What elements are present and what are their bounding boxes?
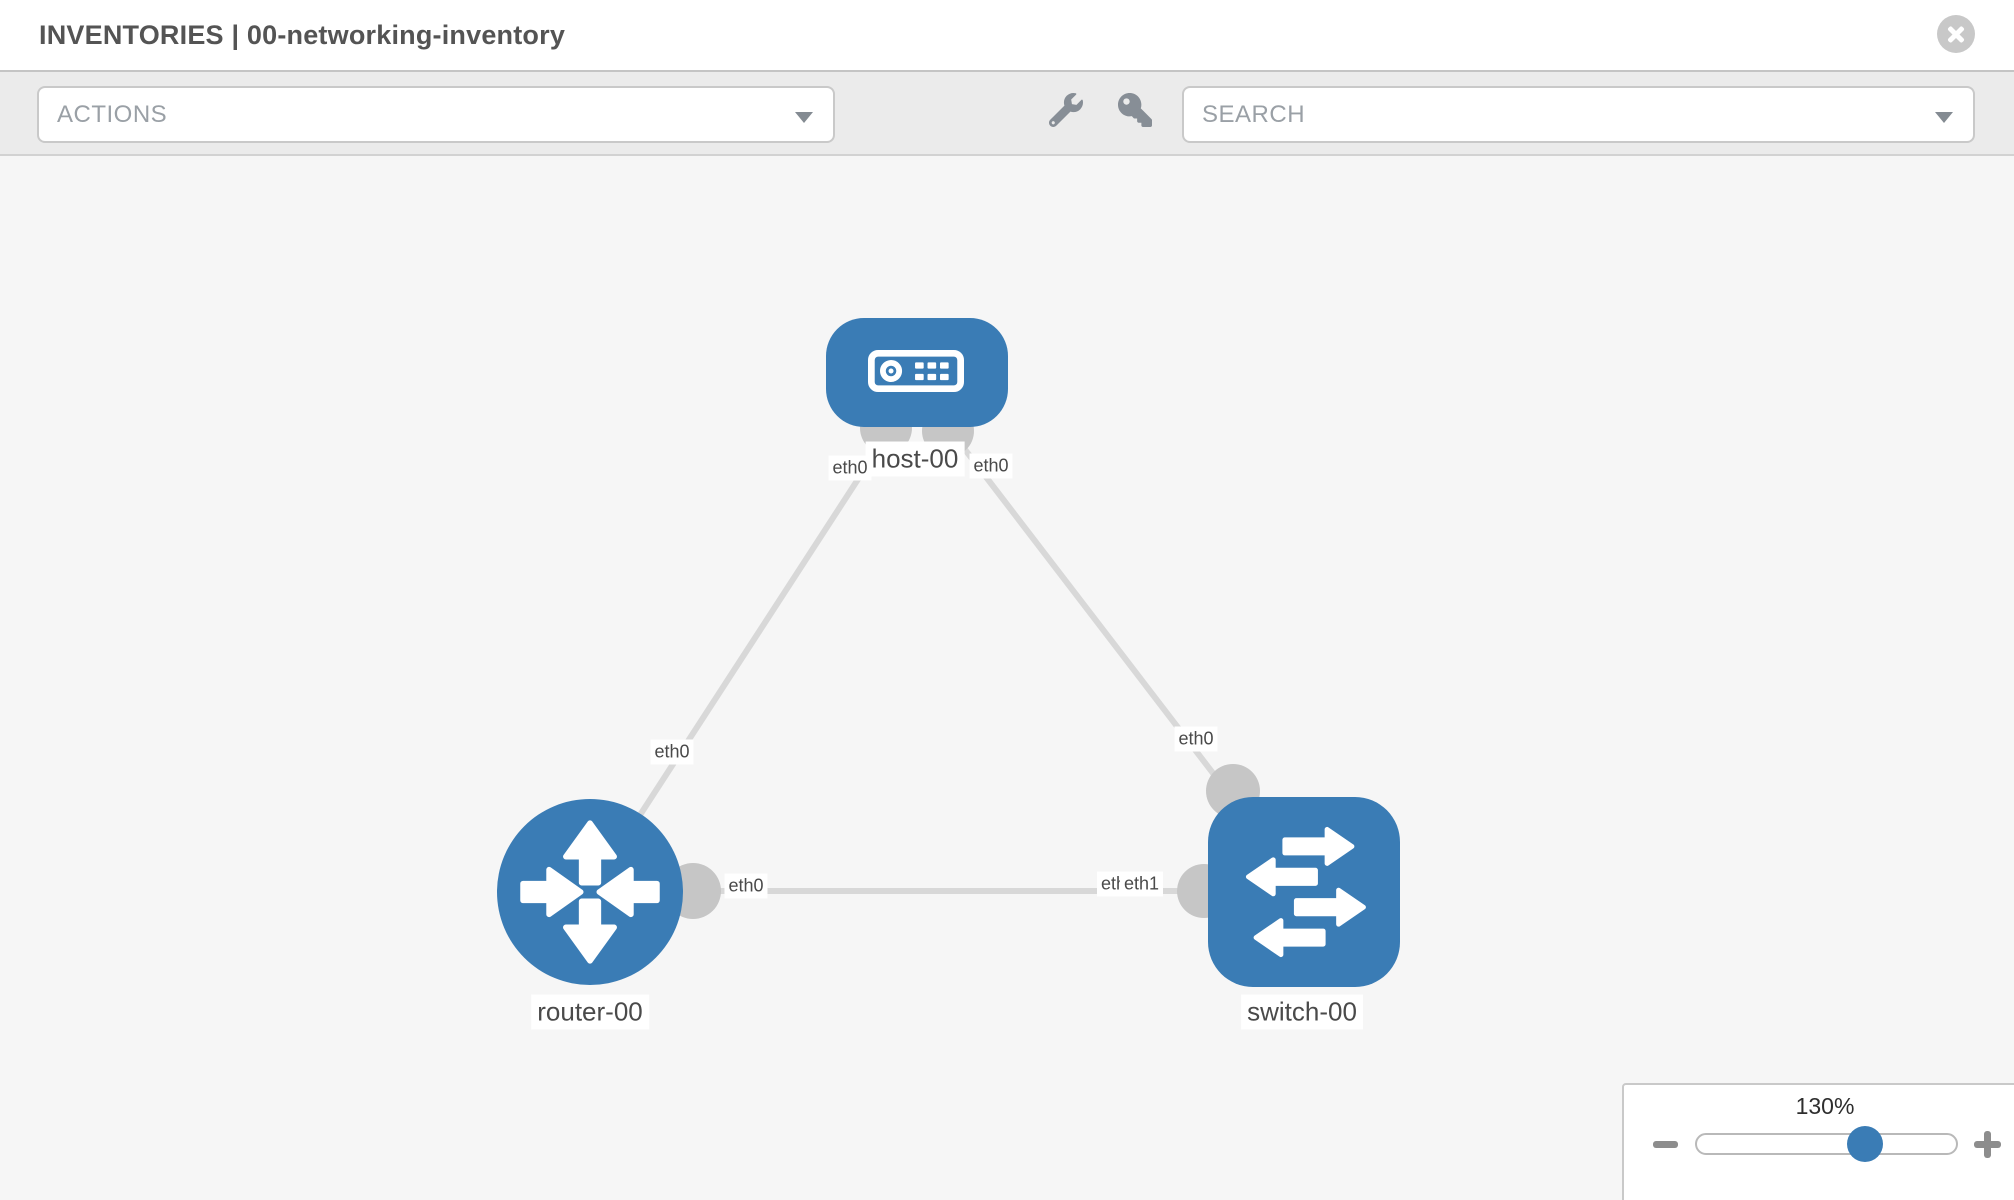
actions-dropdown[interactable]: ACTIONS: [37, 86, 835, 143]
router-icon: [520, 820, 660, 964]
node-label-host[interactable]: host-00: [865, 441, 965, 477]
plus-icon[interactable]: [1974, 1131, 2001, 1158]
iface-label: eth0: [724, 873, 768, 899]
node-host-00[interactable]: [826, 318, 1008, 427]
iface-label: eth1: [1120, 871, 1164, 897]
toolbar: ACTIONS SEARCH: [0, 70, 2014, 156]
iface-label: eth0: [1174, 726, 1218, 752]
iface-label: eth0: [969, 453, 1013, 479]
node-switch-00[interactable]: [1208, 797, 1400, 987]
actions-dropdown-label: ACTIONS: [57, 100, 168, 128]
node-label-switch[interactable]: switch-00: [1241, 994, 1363, 1030]
minus-icon[interactable]: [1653, 1141, 1678, 1148]
zoom-control-panel: 130%: [1622, 1083, 2014, 1200]
search-dropdown-label: SEARCH: [1202, 100, 1306, 128]
zoom-slider-track[interactable]: [1695, 1133, 1958, 1155]
topology-canvas[interactable]: [0, 156, 2014, 1200]
chevron-down-icon: [1935, 112, 1953, 123]
wrench-icon[interactable]: [1048, 93, 1083, 128]
search-dropdown[interactable]: SEARCH: [1182, 86, 1975, 143]
zoom-slider-handle[interactable]: [1847, 1126, 1883, 1162]
node-label-router[interactable]: router-00: [531, 994, 649, 1030]
switch-icon: [1245, 826, 1366, 958]
header: INVENTORIES | 00-networking-inventory: [0, 0, 2014, 70]
iface-label: eth0: [828, 455, 872, 481]
zoom-level-value: 130%: [1795, 1093, 1855, 1119]
iface-label: eth0: [650, 739, 694, 765]
page-title: INVENTORIES | 00-networking-inventory: [39, 19, 566, 50]
close-icon[interactable]: [1937, 15, 1975, 53]
node-router-00[interactable]: [497, 799, 683, 985]
chevron-down-icon: [795, 112, 813, 123]
host-icon: [868, 350, 965, 393]
key-icon[interactable]: [1118, 93, 1152, 127]
